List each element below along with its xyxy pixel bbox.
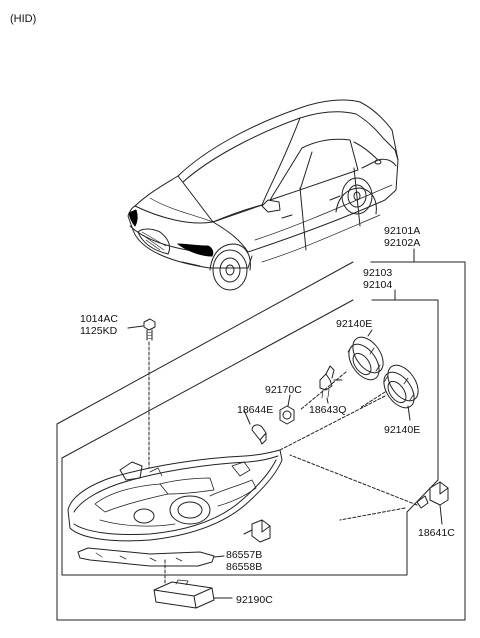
inner-housing-box: [371, 299, 439, 513]
label-92190c: 92190C: [236, 594, 273, 606]
label-18643q: 18643Q: [309, 404, 347, 416]
socket-92170c-drawing: [279, 394, 295, 425]
hid-bulb-18641c-drawing: [416, 481, 449, 525]
car-headlamp-right-highlight: [177, 243, 214, 257]
label-92170c: 92170C: [265, 384, 302, 396]
label-1125kd: 1125KD: [80, 325, 118, 337]
label-92140e-side: 92140E: [384, 424, 421, 436]
label-92101a: 92101A: [384, 225, 421, 237]
label-92102a: 92102A: [384, 237, 421, 249]
label-92103: 92103: [363, 267, 393, 279]
label-92104: 92104: [363, 279, 393, 291]
bulb-18644e-drawing: [243, 409, 267, 445]
bracket-86557b-drawing: [77, 547, 225, 567]
cap-92140e-top-drawing: [347, 329, 384, 381]
car-illustration: [127, 99, 399, 291]
label-92140e-top: 92140E: [336, 318, 373, 330]
label-86557b: 86557B: [226, 549, 263, 561]
cap-92140e-side-drawing: [383, 364, 419, 421]
label-1014ac: 1014AC: [80, 313, 118, 325]
bolt-1014ac-drawing: [127, 318, 156, 341]
variant-label: (HID): [10, 13, 37, 25]
ballast-92190c-drawing: [153, 579, 233, 609]
label-18641c: 18641C: [418, 527, 455, 539]
outer-assembly-box: [56, 261, 466, 621]
label-18644e: 18644E: [237, 404, 274, 416]
label-86558b: 86558B: [226, 561, 263, 573]
car-headlamp-left-highlight: [128, 209, 138, 227]
bulb-18643q-drawing: [319, 365, 343, 404]
headlamp-drawing: [67, 449, 283, 543]
